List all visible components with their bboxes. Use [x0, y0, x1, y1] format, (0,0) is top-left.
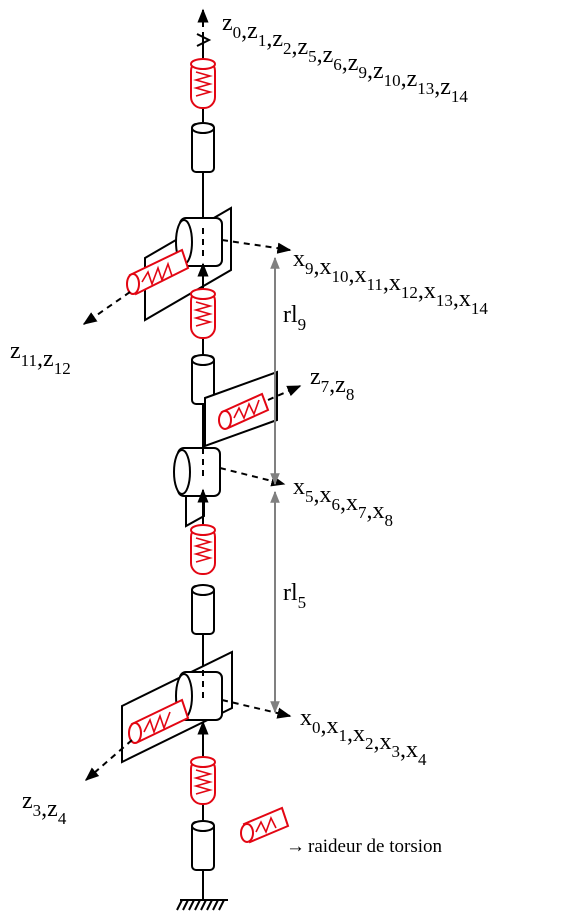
cylinder-upper — [191, 354, 215, 405]
cylinder-base — [191, 820, 215, 871]
legend: → raideur de torsion — [240, 806, 443, 857]
spring-base — [190, 756, 216, 805]
joint-lower — [84, 650, 292, 781]
spring-upper-link — [190, 288, 216, 339]
legend-label: raideur de torsion — [308, 836, 443, 857]
spring-upper-axis — [126, 248, 190, 296]
label-z-upper-left: z11,z12 — [10, 338, 71, 378]
label-rl-lower: rl5 — [283, 580, 306, 612]
label-z-lower-left: z3,z4 — [22, 788, 67, 828]
spring-lower-link — [190, 524, 216, 575]
cylinder-top — [191, 122, 215, 173]
label-rl-upper: rl9 — [283, 302, 306, 334]
label-x-mid: x5,x6,x7,x8 — [293, 474, 393, 530]
spring-top — [190, 58, 216, 109]
cylinder-lower — [191, 584, 215, 635]
label-z-top: z0,z1,z2,z5,z6,z9,z10,z13,z14 — [222, 10, 468, 106]
joint-upper — [82, 206, 292, 325]
ground-icon — [176, 899, 228, 911]
label-z-mid-right: z7,z8 — [310, 364, 354, 404]
label-x-lower: x0,x1,x2,x3,x4 — [300, 705, 427, 769]
label-x-upper: x9,x10,x11,x12,x13,x14 — [293, 246, 488, 318]
spring-middle-axis — [218, 392, 270, 430]
legend-arrow: → — [286, 836, 305, 857]
spring-lower-axis — [128, 698, 190, 744]
legend-spring-icon — [240, 806, 290, 844]
